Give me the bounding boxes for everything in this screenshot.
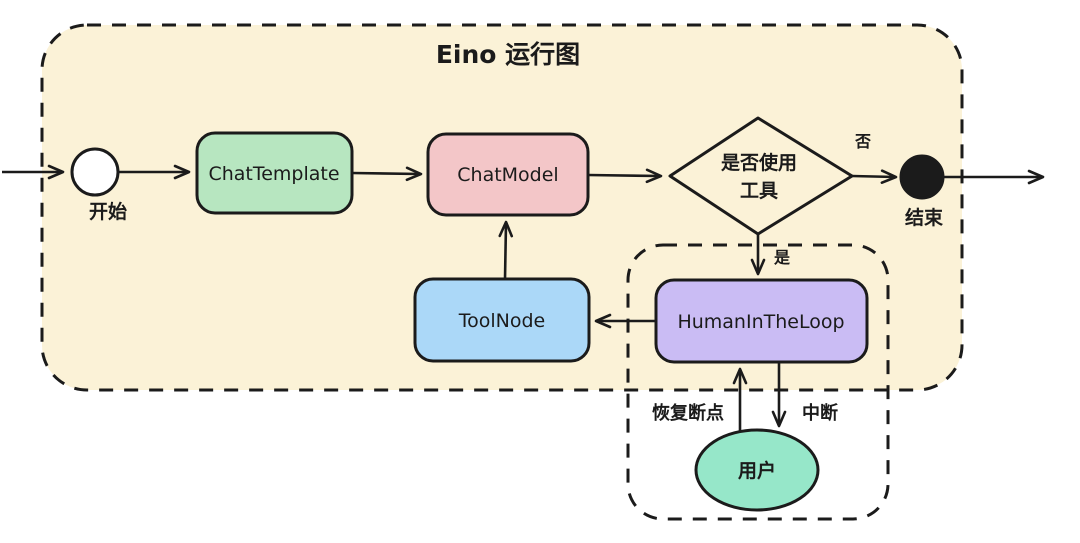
human-in-the-loop-node <box>654 278 869 364</box>
arrow-toolnode-to-chatmodel <box>498 220 514 280</box>
edges <box>2 164 1045 431</box>
start-node-label: 开始 <box>89 200 127 223</box>
chat-model-node <box>426 132 590 217</box>
decision-diamond <box>668 116 854 236</box>
end-node <box>899 154 945 200</box>
inner-dashed-container <box>626 243 890 521</box>
tool-node-label: ToolNode <box>458 310 546 332</box>
arrow-chattemplate-to-chatmodel <box>351 166 423 182</box>
user-node <box>694 428 820 512</box>
chat-template-label: ChatTemplate <box>208 163 339 185</box>
end-node-label: 结束 <box>905 206 944 229</box>
decision-label-line1: 是否使用 <box>721 152 797 174</box>
decision-label-line2: 工具 <box>740 180 778 202</box>
edge-label-no: 否 <box>854 132 871 151</box>
edge-label-interrupt: 中断 <box>802 402 838 424</box>
human-in-the-loop-label: HumanInTheLoop <box>677 311 844 333</box>
chat-model-label: ChatModel <box>457 164 558 186</box>
arrow-decision-to-end <box>851 169 898 184</box>
arrow-chatmodel-to-decision <box>587 168 663 184</box>
user-node-label: 用户 <box>738 459 776 482</box>
edge-label-yes: 是 <box>773 248 790 267</box>
edge-label-resume: 恢复断点 <box>652 402 724 424</box>
tool-node <box>413 277 591 363</box>
diagram-title: Eino 运行图 <box>436 40 580 69</box>
start-node <box>70 147 120 197</box>
chat-template-node <box>195 131 354 215</box>
